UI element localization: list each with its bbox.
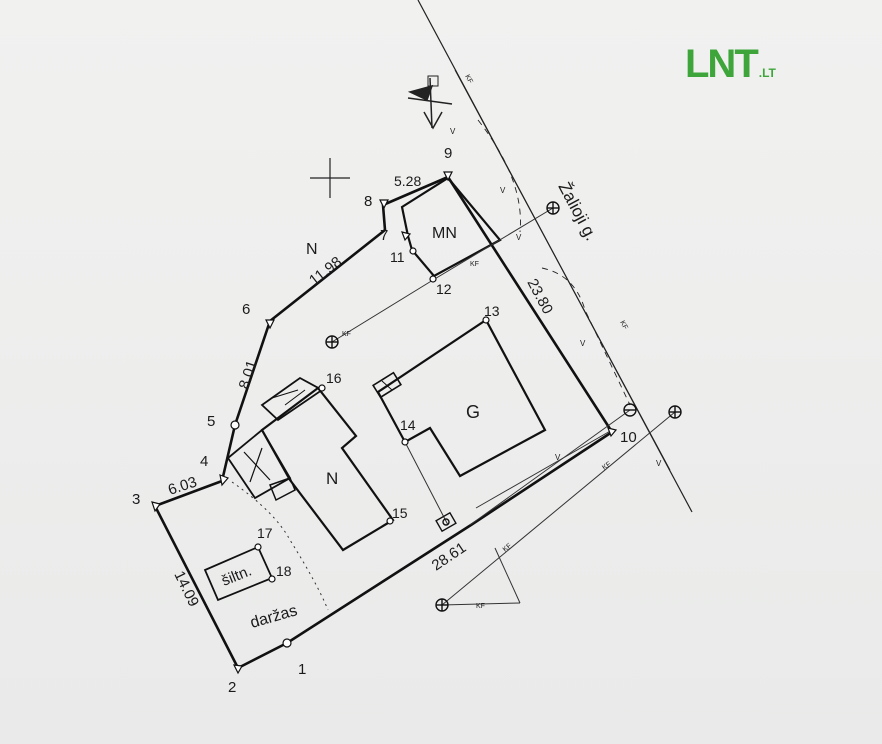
point-9: 9 bbox=[444, 145, 452, 162]
point-8: 8 bbox=[364, 193, 372, 210]
point-5: 5 bbox=[207, 413, 215, 430]
water-tag: V bbox=[500, 186, 506, 195]
sewer-tag: KF bbox=[502, 542, 513, 553]
point-11: 11 bbox=[390, 249, 405, 265]
building-mn-label: MN bbox=[432, 225, 457, 242]
point-12: 12 bbox=[436, 281, 452, 297]
dimension-1-10: 28.61 bbox=[429, 539, 470, 574]
point-1: 1 bbox=[298, 661, 306, 678]
water-tag: V bbox=[656, 459, 662, 468]
point-4: 4 bbox=[200, 453, 208, 470]
logo-main-text: LNT bbox=[685, 42, 759, 86]
lnt-logo: LNT.LT bbox=[685, 44, 776, 84]
sewer-tag: KF bbox=[463, 74, 473, 85]
survey-cross-icon bbox=[310, 158, 350, 198]
sewer-tag: KF bbox=[601, 461, 612, 472]
point-10: 10 bbox=[620, 429, 637, 446]
point-3: 3 bbox=[132, 491, 140, 508]
water-tag: V bbox=[580, 339, 586, 348]
point-2: 2 bbox=[228, 679, 236, 696]
building-house bbox=[226, 376, 395, 552]
point-17: 17 bbox=[257, 525, 273, 541]
utility-lines bbox=[331, 207, 676, 606]
north-arrow-icon bbox=[407, 75, 453, 130]
water-tag: V bbox=[516, 233, 522, 242]
dimension-6-4: 8.01 bbox=[236, 358, 261, 391]
water-tag: V bbox=[450, 127, 456, 136]
point-13: 13 bbox=[484, 303, 500, 319]
water-tag: V bbox=[555, 453, 561, 462]
point-15: 15 bbox=[392, 505, 408, 521]
north-side-label: N bbox=[306, 241, 318, 258]
building-garage bbox=[372, 318, 547, 478]
well-icons bbox=[325, 201, 682, 612]
street-lines bbox=[417, 0, 693, 513]
sewer-tag: KF bbox=[342, 331, 351, 338]
dimension-4-3: 6.03 bbox=[166, 474, 199, 499]
point-16: 16 bbox=[326, 370, 342, 386]
building-house-label: N bbox=[326, 469, 338, 488]
dimension-7-6: 11.98 bbox=[306, 253, 345, 289]
sewer-tag: KF bbox=[476, 603, 485, 610]
point-14: 14 bbox=[400, 417, 416, 433]
garden-border bbox=[231, 481, 329, 611]
boundary-markers bbox=[151, 171, 618, 675]
logo-suffix-text: .LT bbox=[758, 66, 776, 80]
plot-boundary bbox=[153, 175, 614, 670]
dimension-9-10: 23.80 bbox=[523, 276, 556, 317]
sewer-tag: KF bbox=[618, 320, 628, 331]
point-18: 18 bbox=[276, 563, 292, 579]
dimension-9-8: 5.28 bbox=[394, 173, 421, 189]
greenhouse-label: šiltn. bbox=[219, 562, 254, 589]
point-7: 7 bbox=[380, 227, 388, 244]
sewer-tag: KF bbox=[470, 261, 479, 268]
point-6: 6 bbox=[242, 301, 250, 318]
street-name: Žalioji g. bbox=[554, 179, 600, 244]
garden-label: daržas bbox=[248, 602, 299, 632]
building-garage-label: G bbox=[466, 402, 480, 422]
